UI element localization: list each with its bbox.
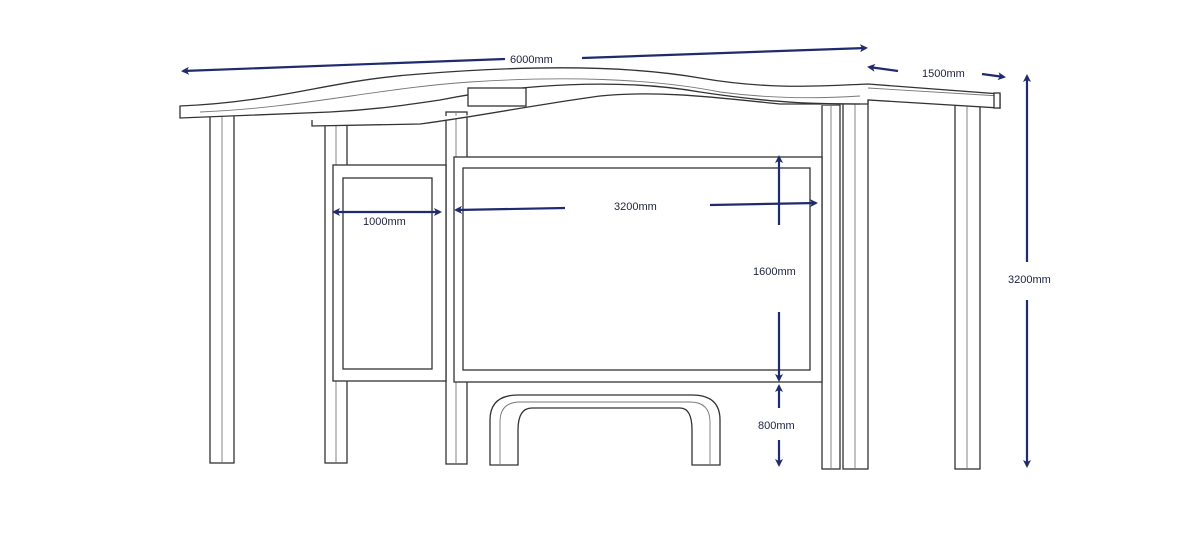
dimension-arrows bbox=[181, 44, 1031, 468]
label-overall-length: 6000mm bbox=[510, 54, 553, 66]
label-large-panel-width: 3200mm bbox=[614, 201, 657, 213]
label-panel-height: 1600mm bbox=[753, 266, 796, 278]
label-small-panel-width: 1000mm bbox=[363, 216, 406, 228]
glass-panels bbox=[332, 156, 823, 383]
label-bench-height: 800mm bbox=[758, 420, 795, 432]
label-overall-height: 3200mm bbox=[1008, 274, 1051, 286]
roof bbox=[179, 67, 1001, 127]
bench bbox=[489, 394, 721, 466]
label-roof-depth: 1500mm bbox=[922, 68, 965, 80]
